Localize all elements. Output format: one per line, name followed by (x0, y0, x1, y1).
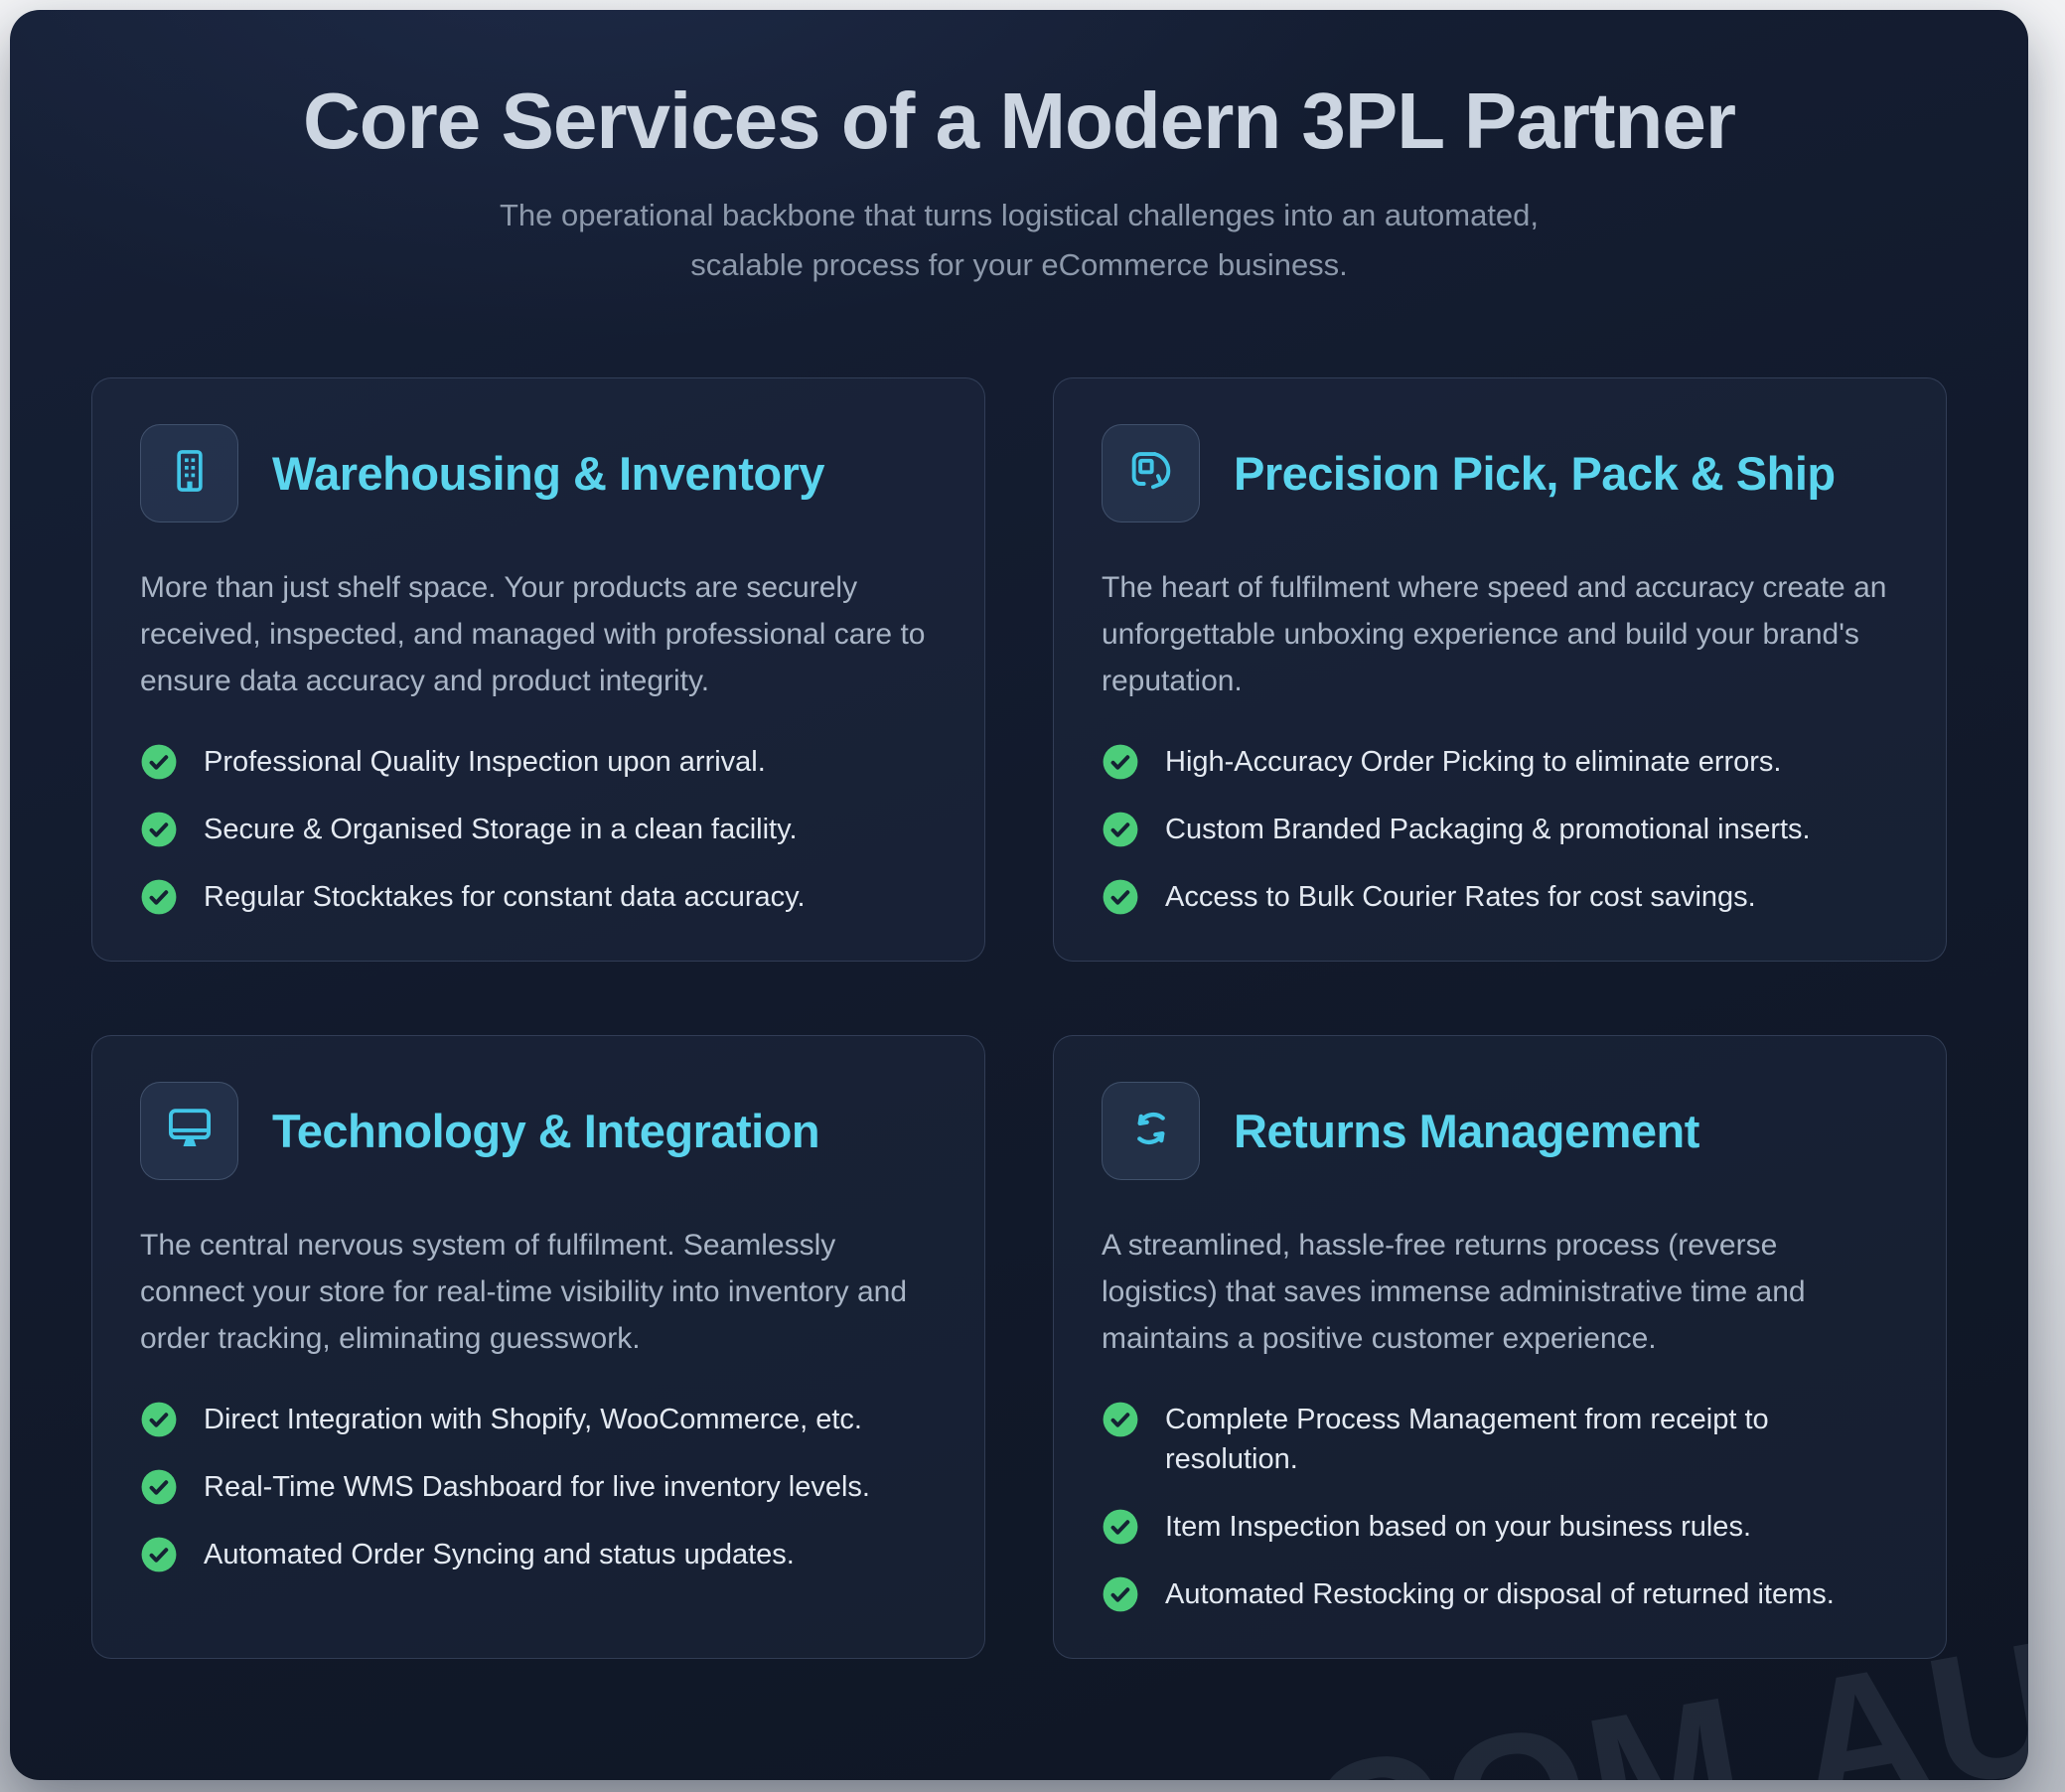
bullet-list: High-Accuracy Order Picking to eliminate… (1102, 742, 1898, 917)
package-ship-icon (1125, 445, 1177, 502)
card-description: The central nervous system of fulfilment… (140, 1229, 908, 1355)
icon-tile (1102, 424, 1200, 523)
list-item-text: Custom Branded Packaging & promotional i… (1165, 814, 1811, 845)
list-item-text: Complete Process Management from receipt… (1165, 1404, 1769, 1475)
card-header: Warehousing & Inventory (140, 424, 937, 523)
check-circle-icon (140, 1401, 178, 1438)
list-item: Access to Bulk Courier Rates for cost sa… (1102, 877, 1898, 917)
sync-icon (1125, 1103, 1177, 1159)
card-description: The heart of fulfilment where speed and … (1102, 571, 1887, 697)
card-pick-pack-ship: Precision Pick, Pack & Ship The heart of… (1053, 377, 1947, 962)
list-item: Custom Branded Packaging & promotional i… (1102, 810, 1898, 849)
icon-tile (1102, 1082, 1200, 1180)
list-item: Automated Restocking or disposal of retu… (1102, 1574, 1898, 1614)
page-subtitle: The operational backbone that turns logi… (10, 191, 2028, 290)
check-circle-icon (1102, 1575, 1139, 1613)
check-circle-icon (140, 1536, 178, 1573)
check-circle-icon (140, 878, 178, 916)
list-item-text: Professional Quality Inspection upon arr… (204, 746, 766, 778)
bullet-list: Complete Process Management from receipt… (1102, 1400, 1898, 1614)
page-subtitle-line-1: The operational backbone that turns logi… (499, 198, 1540, 232)
card-technology-integration: Technology & Integration The central ner… (91, 1035, 985, 1659)
list-item-text: Automated Restocking or disposal of retu… (1165, 1578, 1835, 1610)
list-item-text: Item Inspection based on your business r… (1165, 1511, 1751, 1543)
page-header: Core Services of a Modern 3PL Partner Th… (10, 10, 2028, 290)
check-circle-icon (140, 743, 178, 781)
list-item: Complete Process Management from receipt… (1102, 1400, 1898, 1479)
card-description: A streamlined, hassle-free returns proce… (1102, 1229, 1806, 1355)
list-item: Automated Order Syncing and status updat… (140, 1535, 937, 1574)
check-circle-icon (1102, 1401, 1139, 1438)
bullet-list: Professional Quality Inspection upon arr… (140, 742, 937, 917)
list-item-text: Secure & Organised Storage in a clean fa… (204, 814, 798, 845)
check-circle-icon (1102, 878, 1139, 916)
page-container: Core Services of a Modern 3PL Partner Th… (10, 10, 2028, 1780)
card-title: Warehousing & Inventory (272, 447, 825, 500)
list-item: Regular Stocktakes for constant data acc… (140, 877, 937, 917)
list-item-text: Regular Stocktakes for constant data acc… (204, 881, 806, 913)
list-item-text: Direct Integration with Shopify, WooComm… (204, 1404, 862, 1435)
card-header: Precision Pick, Pack & Ship (1102, 424, 1898, 523)
list-item: Real-Time WMS Dashboard for live invento… (140, 1467, 937, 1507)
list-item-text: Access to Bulk Courier Rates for cost sa… (1165, 881, 1756, 913)
list-item: High-Accuracy Order Picking to eliminate… (1102, 742, 1898, 782)
list-item: Secure & Organised Storage in a clean fa… (140, 810, 937, 849)
icon-tile (140, 424, 238, 523)
card-description: More than just shelf space. Your product… (140, 571, 926, 697)
check-circle-icon (1102, 1508, 1139, 1546)
check-circle-icon (140, 1468, 178, 1506)
card-returns-management: Returns Management A streamlined, hassle… (1053, 1035, 1947, 1659)
services-grid: Warehousing & Inventory More than just s… (10, 377, 2028, 1659)
card-header: Returns Management (1102, 1082, 1898, 1180)
bullet-list: Direct Integration with Shopify, WooComm… (140, 1400, 937, 1574)
list-item-text: High-Accuracy Order Picking to eliminate… (1165, 746, 1782, 778)
building-icon (164, 445, 216, 502)
page-title: Core Services of a Modern 3PL Partner (302, 76, 1736, 165)
card-title: Precision Pick, Pack & Ship (1234, 447, 1836, 500)
check-circle-icon (140, 811, 178, 848)
list-item: Direct Integration with Shopify, WooComm… (140, 1400, 937, 1439)
list-item: Item Inspection based on your business r… (1102, 1507, 1898, 1547)
check-circle-icon (1102, 811, 1139, 848)
list-item-text: Real-Time WMS Dashboard for live invento… (204, 1471, 870, 1503)
check-circle-icon (1102, 743, 1139, 781)
page-subtitle-line-2: scalable process for your eCommerce busi… (690, 247, 1348, 282)
card-header: Technology & Integration (140, 1082, 937, 1180)
monitor-icon (164, 1103, 216, 1159)
card-title: Technology & Integration (272, 1105, 820, 1157)
card-title: Returns Management (1234, 1105, 1699, 1157)
card-warehousing-inventory: Warehousing & Inventory More than just s… (91, 377, 985, 962)
icon-tile (140, 1082, 238, 1180)
list-item-text: Automated Order Syncing and status updat… (204, 1539, 795, 1570)
list-item: Professional Quality Inspection upon arr… (140, 742, 937, 782)
